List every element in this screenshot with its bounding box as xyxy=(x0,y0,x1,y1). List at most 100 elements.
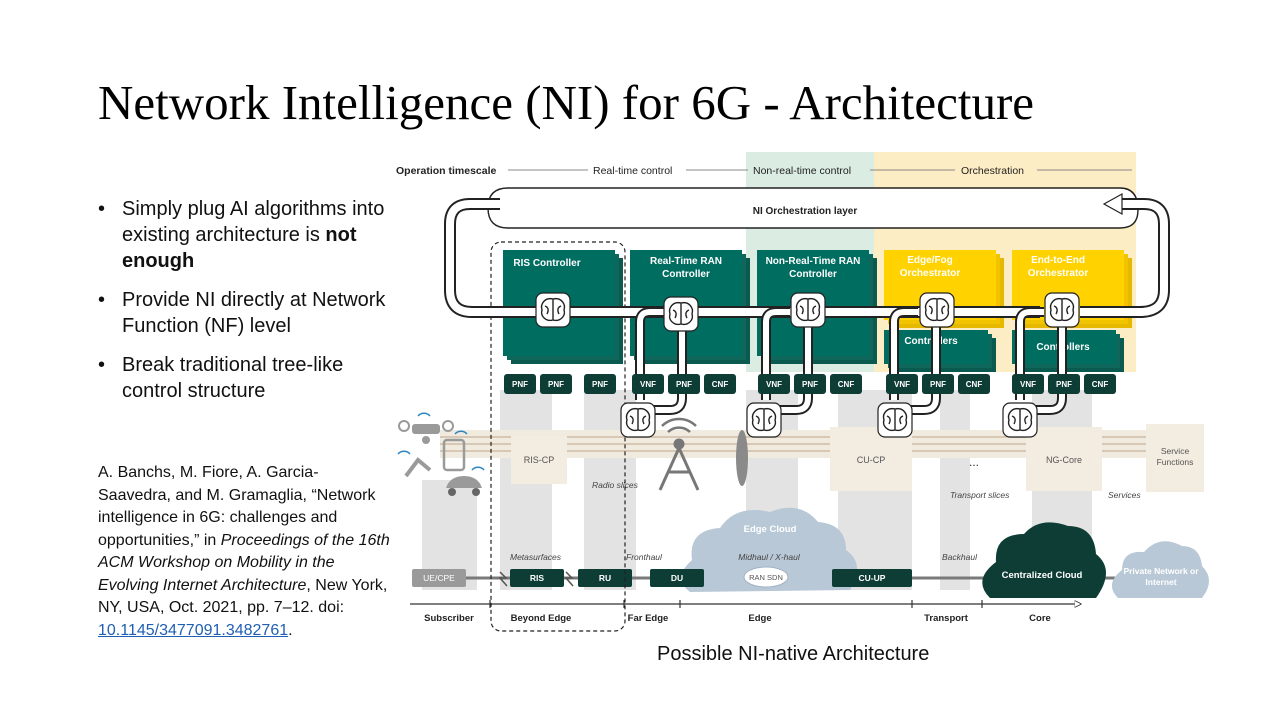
nf-label: CNF xyxy=(966,380,983,389)
timescale-label: Operation timescale xyxy=(396,165,497,177)
radio-slices-label: Radio slices xyxy=(592,480,639,490)
centralized-cloud-shape xyxy=(982,522,1106,598)
ris-controller-label: RIS Controller xyxy=(513,258,580,269)
ris-cp-box xyxy=(511,436,567,484)
ris-label: RIS xyxy=(530,573,545,583)
cu-cp-label: CU-CP xyxy=(857,455,886,465)
segment-edge: Edge xyxy=(748,613,771,624)
nf-label: PNF xyxy=(1056,380,1072,389)
ellipsis-label: ... xyxy=(969,455,979,469)
nf-label: PNF xyxy=(676,380,692,389)
subscriber-devices-icon xyxy=(397,412,485,496)
ran-sdn-node xyxy=(743,566,789,588)
timescale-orchestration: Orchestration xyxy=(961,165,1024,177)
nf-label: PNF xyxy=(930,380,946,389)
private-network-label: Private Network or Internet xyxy=(1123,566,1199,587)
timescale-nonrealtime: Non-real-time control xyxy=(753,165,851,177)
brain-icon xyxy=(919,292,955,328)
e2e-orchestrator-label: End-to-End Orchestrator xyxy=(1027,255,1089,279)
ni-brain-icons xyxy=(535,292,1080,438)
reference-end: . xyxy=(288,621,293,639)
ris-cp-label: RIS-CP xyxy=(524,455,555,465)
edge-fog-orchestrator-label: Edge/Fog Orchestrator xyxy=(899,255,961,279)
ue-cpe-label: UE/CPE xyxy=(423,573,455,583)
cu-up-box xyxy=(832,569,912,587)
brain-icon xyxy=(1044,292,1080,328)
antenna-tower-icon xyxy=(658,417,700,491)
nf-label: CNF xyxy=(838,380,855,389)
private-network-cloud-shape xyxy=(1111,541,1209,598)
backhaul-label: Backhaul xyxy=(942,552,978,562)
bullet-text: Provide NI directly at Network Function … xyxy=(122,289,386,337)
bullet-text: Simply plug AI algorithms into existing … xyxy=(122,198,385,246)
bullet-item: Simply plug AI algorithms into existing … xyxy=(98,196,398,274)
nrt-ran-controller-label: Non-Real-Time RAN Controller xyxy=(765,256,861,280)
beyond-edge-outline xyxy=(490,241,626,632)
reference-authors: A. Banchs, M. Fiore, A. Garcia-Saavedra,… xyxy=(98,464,376,549)
segment-beyond-edge: Beyond Edge xyxy=(511,613,572,624)
ran-sdn-label: RAN SDN xyxy=(749,573,783,582)
service-functions-box xyxy=(1146,424,1204,492)
centralized-cloud-label: Centralized Cloud xyxy=(1002,570,1083,581)
reference-citation: A. Banchs, M. Fiore, A. Garcia-Saavedra,… xyxy=(98,462,390,642)
bullet-list: Simply plug AI algorithms into existing … xyxy=(98,196,398,417)
brain-icon xyxy=(620,402,656,438)
metasurfaces-label: Metasurfaces xyxy=(510,552,562,562)
midhaul-label: Midhaul / X-haul xyxy=(738,552,801,562)
du-box xyxy=(650,569,704,587)
nf-label: VNF xyxy=(1020,380,1036,389)
doi-link[interactable]: 10.1145/3477091.3482761 xyxy=(98,621,289,639)
nf-label: PNF xyxy=(802,380,818,389)
services-label: Services xyxy=(1108,490,1141,500)
reference-venue: Proceedings of the 16th ACM Workshop on … xyxy=(98,531,390,594)
cu-cp-box xyxy=(830,427,912,491)
nf-label: CNF xyxy=(712,380,729,389)
control-arrows xyxy=(635,307,1067,415)
edge-cloud-shape xyxy=(681,507,858,592)
brain-icon xyxy=(746,402,782,438)
ru-box xyxy=(578,569,632,587)
ni-loop-left xyxy=(446,200,1040,316)
bullet-text: Break traditional tree-like control stru… xyxy=(122,354,344,402)
segment-axis xyxy=(410,600,1078,608)
transport-slices-label: Transport slices xyxy=(950,490,1010,500)
edge-cloud-label: Edge Cloud xyxy=(744,524,797,535)
cu-up-label: CU-UP xyxy=(859,573,886,583)
ni-loop-right xyxy=(1080,200,1168,316)
brain-icon xyxy=(663,296,699,332)
ru-label: RU xyxy=(599,573,611,583)
segment-subscriber: Subscriber xyxy=(424,613,474,624)
brain-icon xyxy=(790,292,826,328)
du-label: DU xyxy=(671,573,683,583)
fronthaul-label: Fronthaul xyxy=(626,552,663,562)
bullet-bold-text: not enough xyxy=(122,224,357,272)
reference-details: , New York, NY, USA, Oct. 2021, pp. 7–12… xyxy=(98,576,388,617)
nf-label: PNF xyxy=(548,380,564,389)
nf-row xyxy=(504,374,1116,394)
timescale-realtime: Real-time control xyxy=(593,165,672,177)
nf-label: PNF xyxy=(512,380,528,389)
nf-label: VNF xyxy=(640,380,656,389)
nf-label: VNF xyxy=(894,380,910,389)
nf-label: CNF xyxy=(1092,380,1109,389)
segment-core: Core xyxy=(1029,613,1051,624)
ng-core-box xyxy=(1026,427,1102,491)
brain-icon xyxy=(1002,402,1038,438)
bullet-item: Break traditional tree-like control stru… xyxy=(98,352,398,404)
nf-label: PNF xyxy=(592,380,608,389)
service-functions-label: Service Functions xyxy=(1156,446,1194,467)
rt-ran-controller-label: Real-Time RAN Controller xyxy=(649,256,723,280)
ris-box xyxy=(510,569,564,587)
ue-cpe-box xyxy=(412,569,466,587)
segment-transport: Transport xyxy=(924,613,969,624)
diagram-caption: Possible NI-native Architecture xyxy=(657,643,930,665)
brain-icon xyxy=(535,292,571,328)
slide-title: Network Intelligence (NI) for 6G - Archi… xyxy=(98,75,1035,130)
ni-orchestration-label: NI Orchestration layer xyxy=(753,206,858,217)
ng-core-label: NG-Core xyxy=(1046,455,1082,465)
brain-icon xyxy=(877,402,913,438)
ni-loop-arrowhead xyxy=(1102,192,1123,216)
nf-label: VNF xyxy=(766,380,782,389)
bullet-item: Provide NI directly at Network Function … xyxy=(98,287,398,339)
